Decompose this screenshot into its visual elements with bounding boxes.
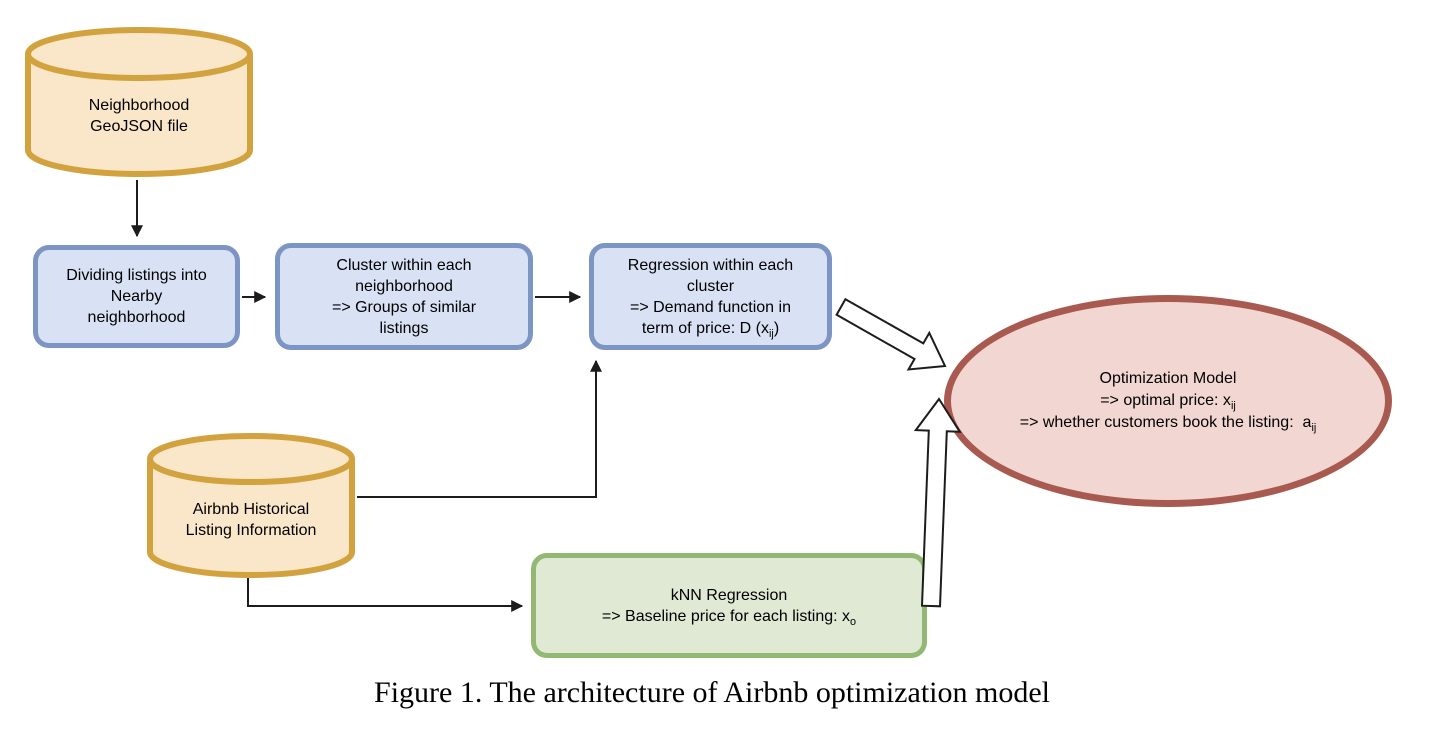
cluster-box: Cluster within each neighborhood => Groups…	[275, 243, 533, 350]
node-text-line: Optimization Model	[1099, 370, 1237, 387]
database-cylinder-icon	[147, 433, 355, 578]
node-text-line: Cluster within each	[336, 256, 472, 274]
node-text-line: Airbnb Historical	[192, 500, 310, 518]
node-text-line: => optimal price: xij	[1100, 392, 1236, 413]
node-text-line: neighborhood	[87, 309, 186, 326]
node-text-line: => Demand function in	[629, 298, 791, 316]
regression-box: Regression within each cluster => Demand f…	[589, 243, 832, 350]
arrow-regression-to-optimization	[835, 297, 947, 371]
database-cylinder-icon	[25, 27, 253, 177]
node-text-line: Listing Information	[185, 521, 317, 539]
node-text-line: => whether customers book the listing: a…	[1019, 414, 1317, 435]
node-text-line: listings	[379, 319, 429, 337]
node-text-line: Neighborhood	[88, 97, 190, 114]
figure-caption: Figure 1. The architecture of Airbnb opt…	[374, 676, 1050, 709]
knn-regression-box: kNN Regression => Baseline price for each…	[531, 553, 927, 658]
node-label: Cluster within each neighborhood => Groups…	[332, 255, 476, 339]
node-text-line: neighborhood	[355, 277, 453, 295]
node-label: Regression within each cluster => Demand f…	[627, 255, 794, 340]
node-label: kNN Regression => Baseline price for each…	[601, 585, 857, 628]
node-text-line: Dividing listings into	[66, 267, 207, 284]
node-text-line: => Groups of similar	[331, 298, 477, 316]
node-text-line: kNN Regression	[670, 586, 788, 604]
node-text-line: Nearby	[110, 288, 163, 305]
node-text-line: GeoJSON file	[90, 118, 188, 135]
arrow-history-to-knn	[247, 578, 524, 612]
arrow-history-to-regression	[357, 359, 602, 498]
node-text-line: => Baseline price for each listing: xo	[601, 607, 857, 628]
node-text-line: Regression within each	[627, 256, 794, 274]
node-label: Optimization Model => optimal price: xij=…	[1020, 368, 1317, 434]
node-text-line: term of price: D (xij)	[641, 319, 780, 340]
optimization-model-ellipse: Optimization Model => optimal price: xij=…	[944, 295, 1392, 507]
node-text-line: cluster	[686, 277, 735, 295]
